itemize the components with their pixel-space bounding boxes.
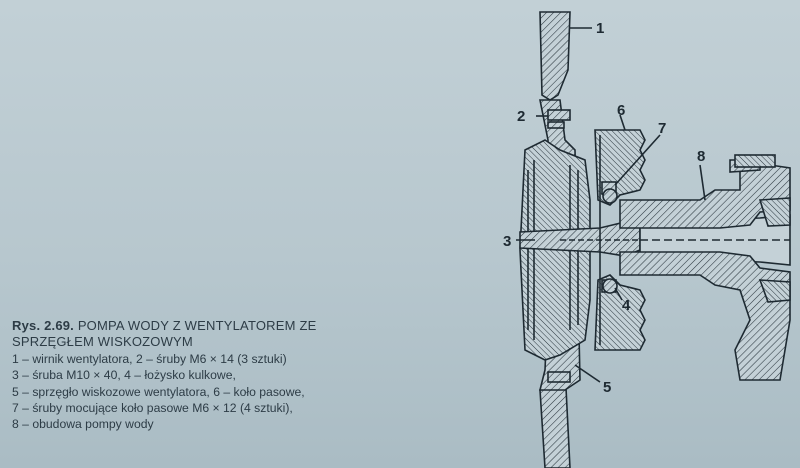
callout-6: 6 <box>617 102 625 119</box>
figure-caption: Rys. 2.69. POMPA WODY Z WENTYLATOREM ZE … <box>12 318 412 433</box>
figure-number: Rys. 2.69. <box>12 318 74 333</box>
callout-1: 1 <box>596 20 604 37</box>
callout-2: 2 <box>517 108 525 125</box>
ball-bearing <box>602 278 618 294</box>
legend-line: 7 – śruby mocujące koło pasowe M6 × 12 (… <box>12 401 293 416</box>
callout-8: 8 <box>697 148 705 165</box>
caption-title-line2: SPRZĘGŁEM WISKOZOWYM <box>12 334 193 350</box>
legend-line: 5 – sprzęgło wiskozowe wentylatora, 6 – … <box>12 384 305 399</box>
legend-line: 1 – wirnik wentylatora, 2 – śruby M6 × 1… <box>12 351 287 366</box>
bolt-2 <box>547 109 571 121</box>
callout-7: 7 <box>658 120 666 137</box>
caption-title: POMPA WODY Z WENTYLATOREM ZE <box>77 318 317 333</box>
callout-3: 3 <box>503 233 511 250</box>
pump-housing <box>619 164 791 229</box>
callout-4: 4 <box>622 297 631 314</box>
fan-blade-bottom <box>539 387 571 468</box>
callout-5: 5 <box>603 379 611 396</box>
legend-line: 8 – obudowa pompy wody <box>12 417 154 432</box>
legend-line: 3 – śruba M10 × 40, 4 – łożysko kulkowe, <box>12 368 236 383</box>
fan-blade-top <box>539 11 571 101</box>
caption-title-line1: Rys. 2.69. POMPA WODY Z WENTYLATOREM ZE <box>12 318 412 334</box>
